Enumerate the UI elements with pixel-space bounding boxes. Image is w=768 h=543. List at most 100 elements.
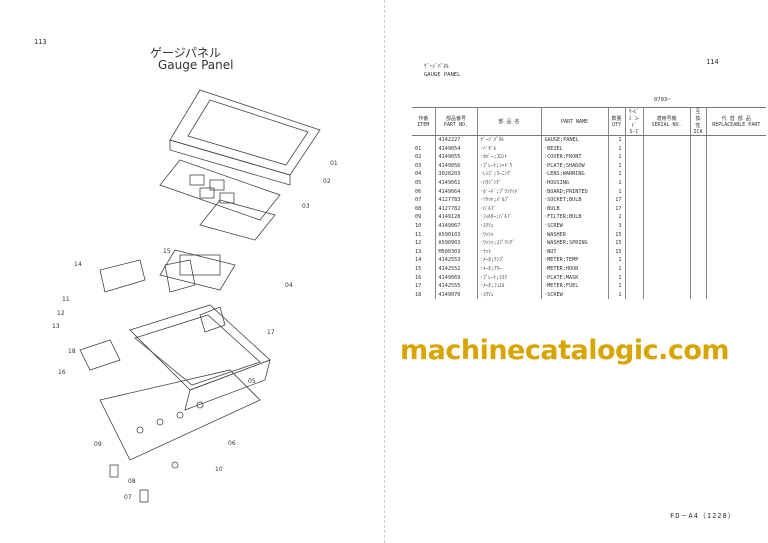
cell-empty [689,135,707,145]
heading-en: GAUGE PANEL [424,72,461,78]
cell-item: 13 [415,248,422,255]
cell-empty [705,239,767,248]
cell-qty: 1 [607,282,625,291]
cell-empty [624,187,643,197]
watermark: machinecatalogic.com [400,335,730,366]
cell-empty [705,161,767,171]
cell-part-name: ･METER;FUEL [540,282,608,291]
cell-part-no: 4142552 [434,264,477,274]
cell-part-name: ･PLATE;MASK [540,273,608,283]
cell-part-no: 4142553 [434,256,477,265]
cell-part-no: A590903 [434,239,477,248]
cell-part-name: ･SOCKET;BULB [540,196,608,205]
footer-code: FD－A4（1228） [670,512,736,520]
cell-empty [624,290,643,300]
cell-empty [624,178,643,188]
cell-qty: 15 [607,230,625,240]
cell-empty [624,282,643,291]
cell-item: 04 [415,171,422,178]
cell-empty [624,204,643,214]
cell-part-no: 4142227 [434,135,477,145]
callout-06: 06 [228,440,236,447]
cell-empty [705,204,767,214]
heading-jp: ｹﾞｰｼﾞﾊﾟﾈﾙ [424,64,449,70]
cell-qty: 17 [607,204,625,214]
cell-item: 15 [415,265,422,272]
title-en: Gauge Panel [158,58,234,72]
cell-empty [689,213,707,222]
col-name-jp: 部 品 名 [476,107,541,136]
cell-empty [689,196,707,205]
cell-qty: 15 [607,239,625,248]
cell-item: 12 [415,240,422,247]
cell-part-name: ･LENS;WARNING [540,170,608,179]
mask [79,339,121,371]
cell-item: 05 [415,179,422,186]
cell-empty [642,282,690,291]
cell-item: 09 [415,214,422,221]
cell-empty [689,170,707,179]
cell-empty [642,196,690,205]
cell-name-jp: ｹﾞｰｼﾞﾊﾟﾈﾙ [476,135,541,145]
cell-part-no: 4142555 [434,282,477,291]
cell-item: 16 [415,274,422,281]
cell-empty [705,144,767,154]
cell-empty [705,196,767,205]
cell-empty [689,290,707,300]
cell-name-jp: ･ﾒｰﾀ;ﾌｭｴﾙ [476,282,541,291]
cell-part-name: ･COVER;FRONT [540,153,608,162]
cell-qty: 1 [607,273,625,283]
cell-empty [624,273,643,283]
cell-part-name: ･BEZEL [540,144,608,154]
callout-15: 15 [163,248,171,255]
cell-part-name: ･WASHER;SPRING [540,239,608,248]
cell-empty [624,161,643,171]
cell-empty [689,144,707,154]
cell-empty [689,221,707,231]
cell-item: 17 [415,283,422,290]
cell-empty [642,178,690,188]
page-number-right: 114 [706,58,719,66]
cell-empty [624,230,643,240]
cell-part-no: 4149055 [434,153,477,162]
serial-from: 0703~ [654,97,671,103]
cell-empty [689,256,707,265]
cell-qty: 17 [607,196,625,205]
cell-name-jp: ･ｶﾊﾞｰ;ﾌﾛﾝﾄ [476,153,541,162]
callout-11: 11 [62,296,70,303]
cell-empty [689,161,707,171]
lens [159,249,236,291]
cell-name-jp: ･ﾒｰﾀ;ｱﾜｰ [476,264,541,274]
cell-empty [705,221,767,231]
cell-part-no: M500303 [434,247,477,257]
cell-item: 18 [415,291,422,298]
cell-part-no: 4149067 [434,221,477,231]
cell-qty: 1 [607,264,625,274]
cell-part-no: 4149069 [434,273,477,283]
cover-front [159,159,281,221]
cell-item: 03 [415,162,422,169]
cell-qty: 1 [607,290,625,300]
callout-05: 05 [248,378,256,385]
cell-empty [705,256,767,265]
cell-empty [642,256,690,265]
cell-part-no: 4127782 [434,204,477,214]
cell-part-name: ･FILTER;BULB [540,213,608,222]
cell-part-no: 3028203 [434,170,477,179]
cell-empty [705,230,767,240]
cell-empty [689,239,707,248]
callout-10: 10 [215,466,223,473]
cell-empty [705,247,767,257]
cell-empty [705,178,767,188]
page-number-left: 113 [34,38,47,46]
